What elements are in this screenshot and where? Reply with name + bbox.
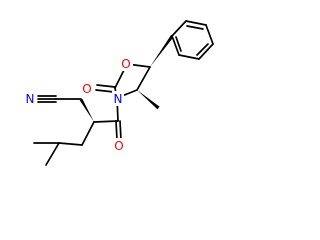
phenyl-inner-bond bbox=[175, 36, 182, 52]
ring-oxygen-label: O bbox=[121, 57, 130, 71]
acyl-chain bbox=[33, 95, 122, 166]
phenyl-inner-bond bbox=[186, 25, 204, 30]
bond-isobutyl-ch bbox=[58, 142, 83, 146]
bond-acyl-alpha bbox=[93, 120, 119, 123]
ring-nitrogen-label: N bbox=[114, 92, 123, 106]
ring-carbonyl-bond bbox=[96, 84, 116, 88]
bond-isopropyl-methyl bbox=[45, 142, 60, 166]
atom-labels: N O N O O bbox=[25, 56, 133, 153]
phenyl-bond bbox=[171, 20, 187, 37]
phenyl-bond bbox=[178, 54, 200, 60]
phenyl-bond bbox=[205, 24, 214, 45]
acyl-carbonyl-oxygen-label: O bbox=[114, 139, 123, 153]
nitrile-nitrogen-label: N bbox=[26, 92, 35, 106]
wedge-bond-to-cyanomethyl bbox=[79, 98, 94, 122]
phenyl-inner-bond bbox=[196, 43, 209, 56]
acyl-carbonyl-bond bbox=[119, 120, 122, 141]
oxazolidinone-ring bbox=[95, 34, 174, 110]
wedge-bond-to-phenyl bbox=[150, 34, 174, 67]
ring-carbonyl-oxygen-label: O bbox=[82, 82, 91, 96]
bond-alpha-isobutyl bbox=[81, 121, 95, 146]
wedge-bond-to-methyl bbox=[137, 90, 160, 110]
ring-carbonyl-bond bbox=[95, 89, 115, 93]
acyl-carbonyl-bond bbox=[115, 120, 118, 141]
phenyl-bond bbox=[185, 20, 207, 26]
phenyl-ring bbox=[171, 20, 214, 60]
ring-bond-c5-c4 bbox=[136, 66, 151, 91]
phenyl-bond bbox=[171, 35, 180, 56]
phenyl-bond bbox=[198, 43, 214, 60]
chemical-structure: N O N O O bbox=[25, 20, 214, 166]
